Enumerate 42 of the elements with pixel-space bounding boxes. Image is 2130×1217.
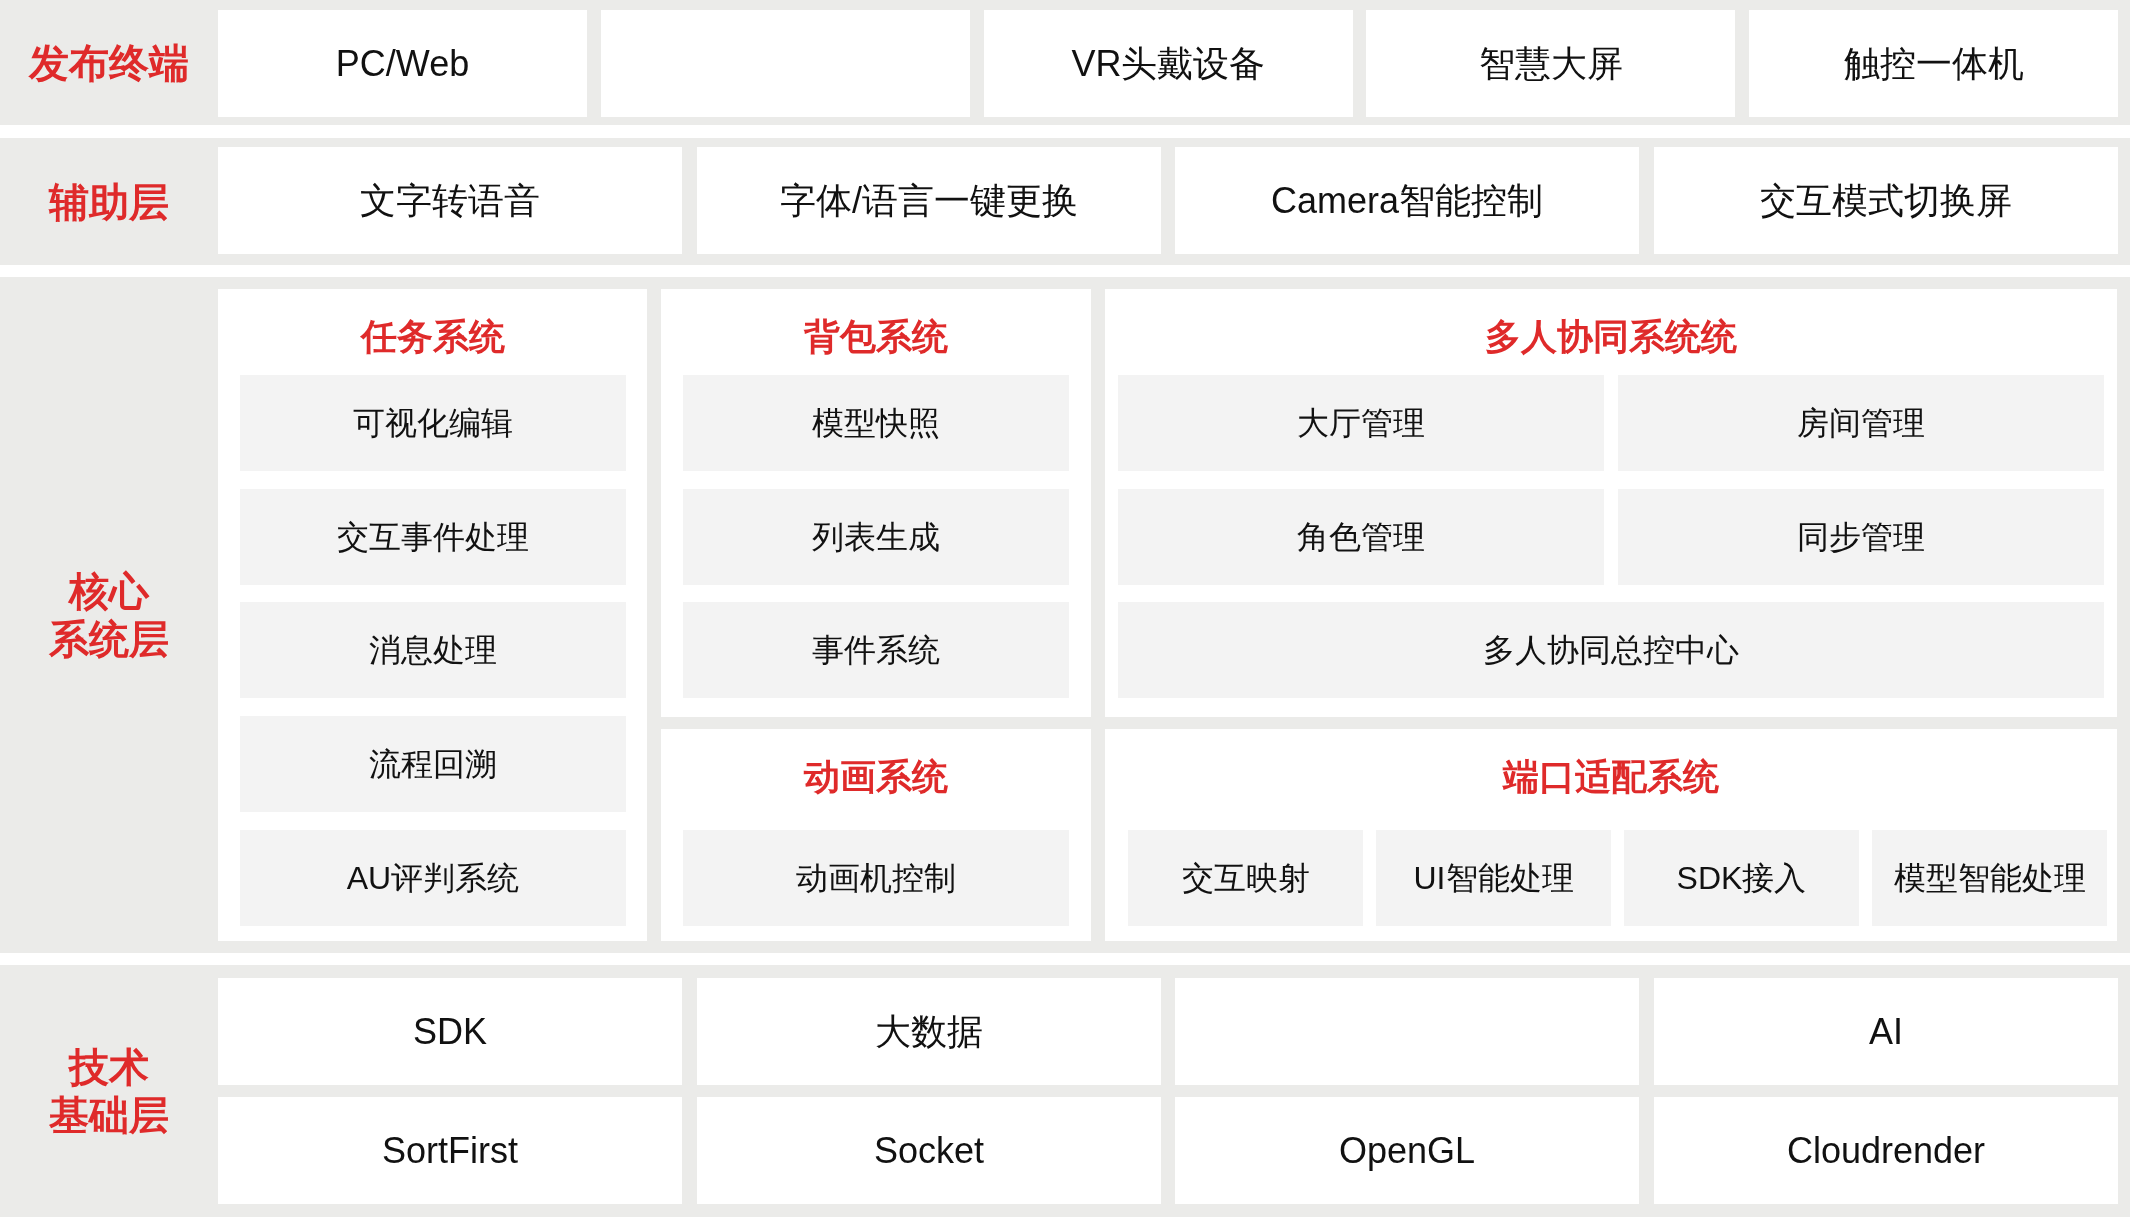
item-box: 字体/语言一键更换 xyxy=(697,147,1161,254)
feature-box: SDK接入 xyxy=(1624,830,1859,926)
item-box: VR头戴设备 xyxy=(984,10,1353,117)
feature-box: 事件系统 xyxy=(683,602,1069,698)
layer-label: 辅助层 xyxy=(47,178,170,226)
feature-box: 消息处理 xyxy=(240,602,626,698)
feature-box: 可视化编辑 xyxy=(240,375,626,471)
feature-box: 模型快照 xyxy=(683,375,1069,471)
feature-box: AU评判系统 xyxy=(240,830,626,926)
item-box: Cloudrender xyxy=(1654,1097,2118,1204)
item-box: OpenGL xyxy=(1175,1097,1639,1204)
feature-box: 同步管理 xyxy=(1618,489,2104,585)
item-box: 大数据 xyxy=(697,978,1161,1085)
feature-box: 多人协同总控中心 xyxy=(1118,602,2104,698)
item-box: 文字转语音 xyxy=(218,147,682,254)
module-heading: 多人协同系统统 xyxy=(1484,315,1738,359)
item-box: PC/Web xyxy=(218,10,587,117)
item-box: Camera智能控制 xyxy=(1175,147,1639,254)
module-heading: 背包系统 xyxy=(803,315,949,359)
layer-label: 核心系统层 xyxy=(48,568,170,663)
item-box: Socket xyxy=(697,1097,1161,1204)
layer-label: 发布终端 xyxy=(27,39,190,87)
item-box: 智慧大屏 xyxy=(1366,10,1735,117)
item-box: AI xyxy=(1654,978,2118,1085)
layer-label: 技术基础层 xyxy=(48,1044,170,1139)
item-box: SortFirst xyxy=(218,1097,682,1204)
feature-box: 列表生成 xyxy=(683,489,1069,585)
feature-box: 交互映射 xyxy=(1128,830,1363,926)
item-box: 触控一体机 xyxy=(1749,10,2118,117)
feature-box: 大厅管理 xyxy=(1118,375,1604,471)
item-box: SDK xyxy=(218,978,682,1085)
feature-box: 交互事件处理 xyxy=(240,489,626,585)
feature-box: 动画机控制 xyxy=(683,830,1069,926)
feature-box: 模型智能处理 xyxy=(1872,830,2107,926)
feature-box: 流程回溯 xyxy=(240,716,626,812)
module-heading: 端口适配系统 xyxy=(1501,755,1720,799)
feature-box: 角色管理 xyxy=(1118,489,1604,585)
module-heading: 任务系统 xyxy=(359,315,506,359)
item-box: 交互模式切换屏 xyxy=(1654,147,2118,254)
feature-box: UI智能处理 xyxy=(1376,830,1611,926)
module-heading: 动画系统 xyxy=(802,755,949,799)
feature-box: 房间管理 xyxy=(1618,375,2104,471)
